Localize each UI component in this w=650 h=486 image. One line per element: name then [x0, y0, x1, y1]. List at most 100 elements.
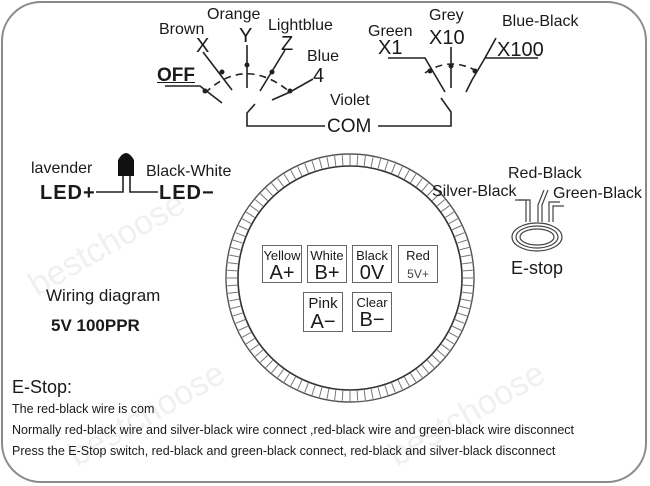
dial-tick [238, 225, 248, 231]
dial-tick [404, 169, 410, 180]
pin-signal: B+ [314, 262, 340, 284]
wire-color-brown: Brown [159, 21, 205, 38]
dial-tick [283, 373, 290, 383]
dial-tick [426, 187, 435, 196]
pin-box-b-plus: White B+ [307, 245, 347, 283]
dial-tick [356, 390, 359, 401]
pin-signal: 5V+ [407, 267, 429, 281]
dial-tick [445, 211, 455, 218]
dial-tick [370, 388, 374, 399]
pin-color: Yellow [263, 248, 301, 263]
dial-tick [459, 246, 470, 251]
dial-tick [311, 160, 316, 171]
dial-tick [277, 178, 284, 187]
dial-tick [457, 239, 468, 244]
wire-x [202, 51, 233, 91]
switch-label-x10: X10 [429, 27, 465, 49]
led-negative-color: Black-White [146, 163, 232, 180]
pin-color: Red [406, 248, 430, 263]
dial-tick [397, 380, 403, 390]
switch-label-y: Y [239, 25, 253, 47]
dial-tick [326, 388, 330, 399]
dial-tick [245, 211, 255, 218]
pin-signal: 0V [359, 262, 385, 284]
dial-tick [363, 155, 366, 166]
dial-tick [448, 218, 459, 224]
dial-tick [391, 163, 396, 174]
wire-color-violet: Violet [330, 92, 370, 109]
dial-tick [297, 166, 303, 176]
dial-tick [227, 269, 238, 272]
switch-label-x1: X1 [378, 37, 403, 59]
dial-tick [241, 218, 252, 224]
dial-tick [250, 205, 259, 212]
dial-tick [432, 193, 441, 202]
wire-x1 [388, 57, 446, 93]
diagram-title: Wiring diagram [46, 286, 161, 305]
dial-tick [283, 173, 290, 183]
wire-4 [271, 78, 314, 101]
dial-tick [290, 169, 296, 180]
estop-note-line: Normally red-black wire and silver-black… [12, 423, 575, 437]
wire-x100 [465, 37, 538, 93]
wire-color-blue: Blue [307, 48, 340, 65]
dial-tick [441, 344, 450, 351]
dial-tick [232, 312, 243, 317]
pin-color: White [310, 248, 344, 263]
dial-tick [235, 232, 246, 237]
com-label: COM [327, 116, 372, 137]
dial-tick [404, 376, 410, 387]
dial-tick [334, 155, 337, 166]
dial-tick [311, 385, 316, 396]
dial-tick [454, 232, 465, 237]
dial-tick [304, 382, 309, 393]
dial-tick [259, 354, 268, 363]
dial-tick [377, 387, 382, 398]
estop-label: E-stop [511, 258, 564, 278]
dial-tick [235, 319, 246, 324]
dial-tick [265, 187, 274, 196]
dial-tick [462, 269, 473, 272]
dial-tick [259, 193, 268, 202]
dial-tick [232, 239, 243, 244]
dial-tick [452, 225, 462, 231]
dial-tick [341, 390, 344, 401]
dial-tick [426, 360, 435, 369]
estop-symbol [511, 189, 564, 252]
dial-tick [245, 338, 255, 345]
pin-box-a-plus: Yellow A+ [262, 245, 302, 283]
dial-tick [227, 291, 238, 294]
encoder-dial [225, 153, 475, 403]
switch-label-z: Z [281, 33, 294, 55]
dial-tick [227, 284, 238, 287]
wire-color-green: Green [368, 23, 413, 40]
dial-tick [271, 364, 279, 374]
dial-tick [341, 155, 344, 166]
dial-tick [384, 385, 389, 396]
dial-tick [432, 354, 441, 363]
dial-tick [254, 349, 264, 357]
estop-note-line: The red-black wire is com [12, 402, 155, 416]
estop-note-line: Press the E-Stop switch, red-black and g… [12, 444, 556, 458]
dial-tick [297, 380, 303, 390]
dial-tick [271, 182, 279, 192]
pin-color: Black [356, 248, 388, 263]
estop-wire-red-black: Red-Black [508, 165, 582, 182]
dial-tick [462, 291, 473, 294]
pin-signal: A+ [269, 262, 295, 284]
dial-tick [265, 360, 274, 369]
dial-tick [416, 178, 423, 187]
dial-tick [416, 369, 423, 378]
dial-tick [334, 390, 337, 401]
dial-tick [441, 205, 450, 212]
wire-off [165, 85, 223, 104]
dial-tick [421, 182, 429, 192]
dial-tick [452, 325, 462, 331]
pin-box-b-minus: Clear B− [352, 292, 392, 332]
com-left-line [246, 103, 325, 127]
estop-notes-heading: E-Stop: [12, 377, 73, 397]
switch-label-x: X [196, 35, 210, 57]
dial-tick [250, 344, 259, 351]
led-negative-label: LED− [159, 182, 215, 204]
dial-tick [460, 254, 471, 258]
